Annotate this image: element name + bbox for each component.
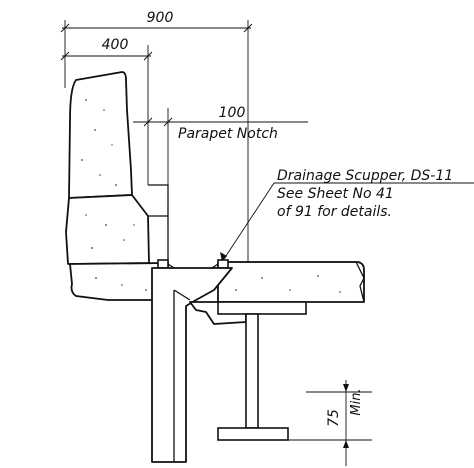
scupper-callout-line-3: of 91 for details. [277, 204, 392, 220]
scupper-callout-line-2: See Sheet No 41 [277, 186, 394, 202]
dimension-75-min: 75 Min. [288, 380, 372, 466]
scupper-callout-line-1: Drainage Scupper, DS-11 [277, 168, 453, 184]
steel-girder [217, 301, 307, 441]
dimension-100: 100 Parapet Notch [133, 105, 308, 240]
dimension-400: 400 [60, 37, 153, 185]
parapet [65, 71, 169, 265]
dimension-900-label: 900 [147, 10, 174, 26]
deck-slab [69, 261, 365, 303]
drainage-scupper-callout: Drainage Scupper, DS-11 See Sheet No 41 … [220, 168, 474, 263]
concrete-stipple [81, 99, 341, 293]
dimension-min-label: Min. [349, 388, 364, 415]
dimension-75-label: 75 [326, 409, 342, 427]
dimension-900: 900 [60, 10, 253, 300]
dimension-400-label: 400 [102, 37, 129, 53]
parapet-notch-label: Parapet Notch [178, 126, 278, 142]
dimension-100-label: 100 [219, 105, 246, 121]
